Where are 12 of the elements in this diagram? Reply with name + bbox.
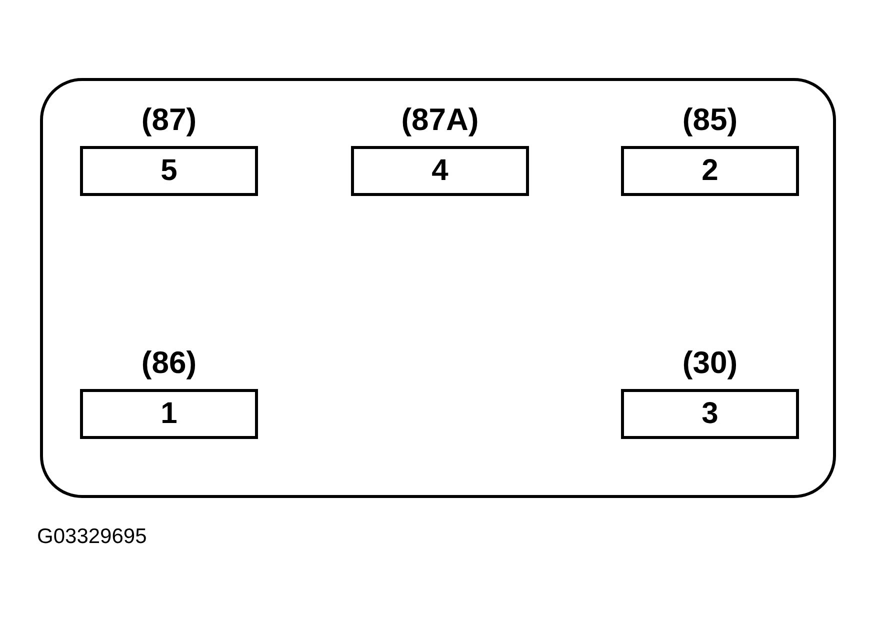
terminal-label: (30) (681, 345, 739, 381)
terminal-label: (87A) (400, 102, 480, 138)
terminal-label: (85) (681, 102, 739, 138)
pin-number: 2 (702, 154, 718, 188)
figure-code: G03329695 (37, 525, 147, 549)
pin-number: 5 (160, 154, 178, 188)
pin-number: 4 (432, 154, 448, 188)
terminal-label: (86) (140, 345, 198, 381)
relay-outline (40, 78, 836, 498)
pin-number: 3 (702, 397, 718, 431)
pin-number: 1 (160, 397, 178, 431)
terminal-label: (87) (140, 102, 198, 138)
